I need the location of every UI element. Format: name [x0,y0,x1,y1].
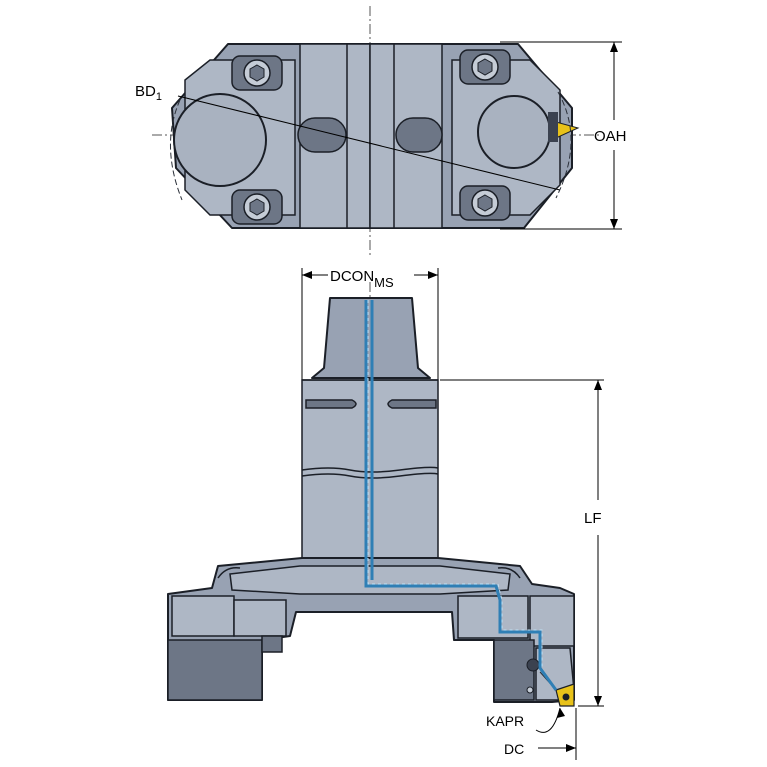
label-oah: OAH [594,128,627,145]
label-kapr: KAPR [486,713,524,729]
screw-bottom-left [231,189,283,225]
left-bore [173,93,267,187]
coolant-channel [364,300,558,691]
label-dcon-ms: DCONMS [330,268,394,290]
label-bd1: BD1 [135,83,162,103]
label-dc: DC [504,741,524,757]
label-lf: LF [584,510,602,527]
shank [301,379,439,559]
right-bore [477,95,551,169]
screw-top-left [231,55,283,91]
screw-top-right [459,49,511,85]
front-view [167,268,604,760]
top-view [152,6,622,256]
screw-bottom-right [459,185,511,221]
